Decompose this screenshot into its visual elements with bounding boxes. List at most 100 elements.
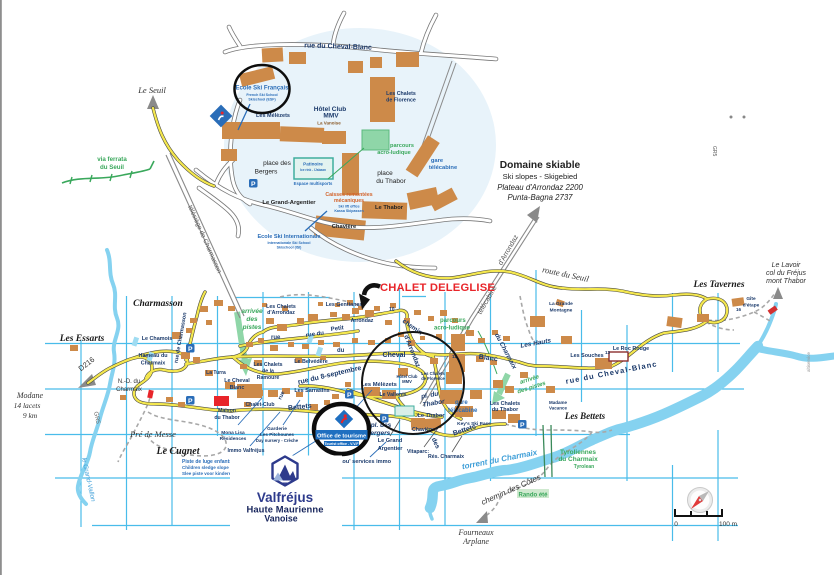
svg-text:Modane: Modane <box>16 391 44 400</box>
svg-text:Charmaix: Charmaix <box>141 361 166 367</box>
svg-text:Rés. Charmaix: Rés. Charmaix <box>428 454 464 460</box>
svg-text:MMV: MMV <box>402 379 412 384</box>
svg-text:0: 0 <box>674 521 678 528</box>
svg-text:Chalet-Club: Chalet-Club <box>245 402 274 408</box>
svg-text:rue: rue <box>271 335 281 341</box>
svg-text:9 km: 9 km <box>23 411 38 420</box>
svg-text:pl. du: pl. du <box>420 391 439 401</box>
svg-text:Piste de luge enfants: Piste de luge enfants <box>182 459 232 465</box>
svg-text:Hôtel Club: Hôtel Club <box>314 106 347 113</box>
svg-text:de la: de la <box>262 369 274 375</box>
svg-text:Charmasson: Charmasson <box>133 299 183 309</box>
svg-text:du Thabor: du Thabor <box>214 415 239 421</box>
svg-text:Ramoure: Ramoure <box>257 375 280 381</box>
svg-text:rue du: rue du <box>305 330 324 339</box>
svg-text:Le Thabor: Le Thabor <box>417 413 445 419</box>
svg-text:acro-ludique: acro-ludique <box>377 150 411 156</box>
svg-text:d'Arrondaz: d'Arrondaz <box>267 310 295 316</box>
svg-text:Le Vallonis: Le Vallonis <box>379 392 406 398</box>
svg-text:télécabine: télécabine <box>448 408 478 414</box>
svg-text:Les Souches: Les Souches <box>570 353 603 359</box>
svg-text:arrivée: arrivée <box>519 374 540 386</box>
svg-text:Arrondaz: Arrondaz <box>351 318 374 324</box>
svg-text:Montagne: Montagne <box>550 308 573 314</box>
svg-text:Punta-Bagna 2737: Punta-Bagna 2737 <box>507 193 573 202</box>
svg-text:Plateau d'Arrondaz 2200: Plateau d'Arrondaz 2200 <box>497 183 583 192</box>
svg-text:Slee piste voor kinderen: Slee piste voor kinderen <box>182 471 234 476</box>
svg-text:Haute Maurienne: Haute Maurienne <box>246 504 323 515</box>
svg-text:Les Mélèzets: Les Mélèzets <box>361 382 397 388</box>
svg-text:Bergers: Bergers <box>255 169 279 176</box>
svg-text:MMV: MMV <box>323 113 339 120</box>
svg-text:P: P <box>347 392 352 399</box>
svg-text:place: place <box>377 170 393 177</box>
svg-text:14 lacets: 14 lacets <box>14 401 41 410</box>
svg-text:Hôtel Club: Hôtel Club <box>397 374 418 379</box>
svg-text:Le Roc Rouge: Le Roc Rouge <box>613 346 649 352</box>
svg-text:arrivée: arrivée <box>241 308 263 315</box>
svg-text:Hameau du: Hameau du <box>138 353 167 359</box>
svg-text:Les Essarts: Les Essarts <box>59 334 105 344</box>
svg-text:parcours: parcours <box>390 143 414 149</box>
svg-text:GR5: GR5 <box>711 146 717 157</box>
svg-text:Les Chalets: Les Chalets <box>421 371 445 376</box>
svg-text:La Turra: La Turra <box>206 370 226 376</box>
svg-text:13: 13 <box>605 350 611 355</box>
svg-text:Skischool (ESF): Skischool (ESF) <box>248 98 276 102</box>
svg-text:Vitaparc:: Vitaparc: <box>407 449 429 455</box>
svg-text:Le Lavoir: Le Lavoir <box>772 262 801 269</box>
svg-text:Bergers: Bergers <box>366 430 391 437</box>
svg-text:Valfréjus: Valfréjus <box>257 490 313 505</box>
svg-text:10: 10 <box>389 307 395 313</box>
svg-text:Les Chalets: Les Chalets <box>386 91 416 97</box>
svg-text:Le Grand-Argentier: Le Grand-Argentier <box>262 200 316 206</box>
svg-text:Immo Valfréjus: Immo Valfréjus <box>228 448 265 454</box>
svg-text:gare: gare <box>455 400 468 406</box>
svg-text:Vacance: Vacance <box>549 406 568 411</box>
svg-text:P: P <box>382 416 387 423</box>
svg-text:Skischool (ISI): Skischool (ISI) <box>277 246 303 250</box>
svg-text:N.-D. du: N.-D. du <box>118 379 140 385</box>
svg-text:Ecole Ski Français: Ecole Ski Français <box>235 86 289 92</box>
svg-text:Blanc: Blanc <box>230 385 245 391</box>
svg-text:acro-ludique: acro-ludique <box>434 326 471 332</box>
svg-text:Le Belvédère: Le Belvédère <box>294 359 328 365</box>
svg-text:Les Pitchounes: Les Pitchounes <box>260 432 294 437</box>
svg-text:Fourneaux: Fourneaux <box>457 528 494 537</box>
svg-text:P: P <box>520 422 525 429</box>
svg-text:Le Cugnet: Le Cugnet <box>155 446 200 457</box>
svg-text:Les Chalets: Les Chalets <box>266 304 296 310</box>
svg-text:Les Tavernes: Les Tavernes <box>692 280 744 290</box>
svg-text:via ferrata: via ferrata <box>97 156 127 163</box>
svg-text:Madame: Madame <box>549 400 568 405</box>
svg-text:Argentier: Argentier <box>378 446 404 452</box>
svg-text:Le Grand: Le Grand <box>378 438 403 444</box>
svg-text:Les Chalets: Les Chalets <box>253 362 282 368</box>
svg-text:col du Fréjus: col du Fréjus <box>766 270 807 277</box>
svg-text:P: P <box>188 398 193 405</box>
svg-text:Les Mélèzets: Les Mélèzets <box>256 113 290 119</box>
svg-text:GR5: GR5 <box>92 411 101 425</box>
svg-text:du Thabor: du Thabor <box>492 407 519 413</box>
svg-text:Ecole Ski Internationale: Ecole Ski Internationale <box>257 234 320 240</box>
svg-text:Rando été: Rando été <box>518 493 548 499</box>
svg-text:Le Cheval: Le Cheval <box>224 378 250 384</box>
svg-text:Mona Lisa: Mona Lisa <box>221 430 245 436</box>
svg-text:du Seuil: du Seuil <box>100 164 124 171</box>
svg-text:pistes: pistes <box>242 324 262 331</box>
svg-text:du: du <box>337 348 345 354</box>
svg-text:Ski lift office: Ski lift office <box>338 205 359 209</box>
svg-text:rue du Cheval-Blanc: rue du Cheval-Blanc <box>304 42 372 51</box>
svg-text:La Vanoise: La Vanoise <box>317 121 341 126</box>
svg-text:Vanoise: Vanoise <box>264 514 297 524</box>
svg-text:Tyrolean: Tyrolean <box>574 464 594 470</box>
svg-text:100 m: 100 m <box>719 521 737 528</box>
svg-text:rue: rue <box>277 391 286 401</box>
svg-text:des: des <box>430 437 441 450</box>
svg-text:Lou' services immo: Lou' services immo <box>339 459 392 465</box>
svg-text:Gîte: Gîte <box>746 296 756 302</box>
svg-text:Day nursery - Crèche: Day nursery - Crèche <box>256 438 299 443</box>
svg-text:Garderie: Garderie <box>267 426 287 432</box>
svg-text:Le Thabor: Le Thabor <box>375 205 404 211</box>
svg-text:Ski slopes - Skigebied: Ski slopes - Skigebied <box>503 172 578 181</box>
